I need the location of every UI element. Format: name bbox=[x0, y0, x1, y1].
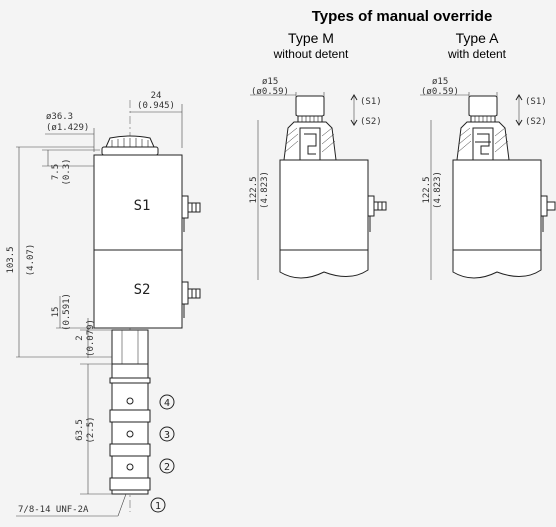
cartridge-body bbox=[111, 363, 149, 495]
type-m-subtitle: without detent bbox=[273, 47, 349, 61]
svg-text:(ø1.429): (ø1.429) bbox=[46, 123, 89, 133]
type-m-title: Type M bbox=[288, 30, 334, 46]
override-a-dia-in: (ø0.59) bbox=[421, 87, 459, 97]
override-m-s2: (S2) bbox=[360, 117, 382, 127]
override-a-knob bbox=[468, 95, 498, 117]
svg-text:24: 24 bbox=[151, 91, 162, 101]
svg-text:(0.3): (0.3) bbox=[62, 158, 72, 185]
svg-text:4: 4 bbox=[164, 398, 170, 409]
cartridge-grooves bbox=[109, 377, 151, 491]
override-m-s1: (S1) bbox=[360, 97, 382, 107]
dim-cartridge: 63.5 (2.5) bbox=[75, 363, 112, 495]
override-m-dia: ø15 bbox=[262, 77, 278, 87]
dim-diameter: ø36.3 (ø1.429) bbox=[45, 112, 95, 152]
svg-text:63.5: 63.5 bbox=[75, 419, 85, 441]
hex-nut bbox=[111, 329, 149, 365]
override-a-dia: ø15 bbox=[432, 77, 448, 87]
connector-s1-plug bbox=[187, 202, 201, 213]
type-a-title: Type A bbox=[456, 30, 499, 46]
dim-s2: 15 (0.591) bbox=[51, 293, 94, 331]
coil-s1-label: S1 bbox=[134, 198, 151, 214]
main-cap-base bbox=[101, 146, 159, 156]
svg-text:2: 2 bbox=[164, 462, 170, 473]
connector-s1 bbox=[181, 195, 189, 219]
override-m-dia-in: (ø0.59) bbox=[251, 87, 289, 97]
coil-s2-label: S2 bbox=[134, 282, 151, 298]
type-a-subtitle: with detent bbox=[447, 47, 507, 61]
svg-text:ø36.3: ø36.3 bbox=[46, 112, 73, 122]
override-a-s1: (S1) bbox=[525, 97, 547, 107]
override-type-m-view: ø15 (ø0.59) (S1) (S2) bbox=[249, 77, 387, 280]
svg-text:(4.07): (4.07) bbox=[26, 244, 36, 277]
port-hole-3 bbox=[126, 430, 134, 438]
svg-text:3: 3 bbox=[164, 430, 170, 441]
svg-text:(0.079): (0.079) bbox=[86, 319, 96, 357]
override-a-coil bbox=[452, 159, 542, 251]
main-cap-knurl bbox=[111, 138, 149, 147]
svg-text:(0.945): (0.945) bbox=[137, 101, 175, 111]
connector-s2 bbox=[181, 281, 189, 305]
override-m-height: 122.5 bbox=[249, 176, 259, 203]
svg-text:103.5: 103.5 bbox=[6, 246, 16, 273]
override-a-s2: (S2) bbox=[525, 117, 547, 127]
port-hole-4 bbox=[126, 397, 134, 405]
port-callout-1: 1 bbox=[150, 497, 166, 513]
svg-text:7.5: 7.5 bbox=[51, 164, 61, 180]
dim-width-top: 24 (0.945) bbox=[130, 91, 183, 148]
port-hole-2 bbox=[126, 463, 134, 471]
dim-gap: 2 (0.079) bbox=[75, 318, 112, 358]
header-title: Types of manual override bbox=[312, 8, 493, 25]
thread-label: 7/8-14 UNF-2A bbox=[18, 505, 89, 515]
connector-s2-plug bbox=[187, 288, 201, 299]
svg-text:15: 15 bbox=[51, 307, 61, 318]
port-callout-3: 3 bbox=[159, 426, 175, 442]
port-callout-4: 4 bbox=[159, 394, 175, 410]
port-callout-2: 2 bbox=[159, 458, 175, 474]
svg-text:2: 2 bbox=[75, 335, 85, 340]
coil-s2 bbox=[93, 249, 183, 329]
svg-text:(0.591): (0.591) bbox=[62, 293, 72, 331]
override-a-height: 122.5 bbox=[422, 176, 432, 203]
override-m-knob bbox=[295, 95, 325, 117]
dim-total-height: 103.5 (4.07) bbox=[6, 146, 112, 358]
main-valve-view: S1 S2 4 bbox=[6, 91, 201, 517]
svg-text:(2.5): (2.5) bbox=[86, 416, 96, 443]
override-type-a-view: ø15 (ø0.59) (S1) (S2) bbox=[420, 77, 556, 280]
dim-cap: 7.5 (0.3) bbox=[42, 149, 100, 186]
override-a-height-in: (4.823) bbox=[433, 171, 443, 209]
svg-text:1: 1 bbox=[155, 501, 161, 512]
override-m-coil bbox=[279, 159, 369, 251]
override-m-height-in: (4.823) bbox=[260, 171, 270, 209]
